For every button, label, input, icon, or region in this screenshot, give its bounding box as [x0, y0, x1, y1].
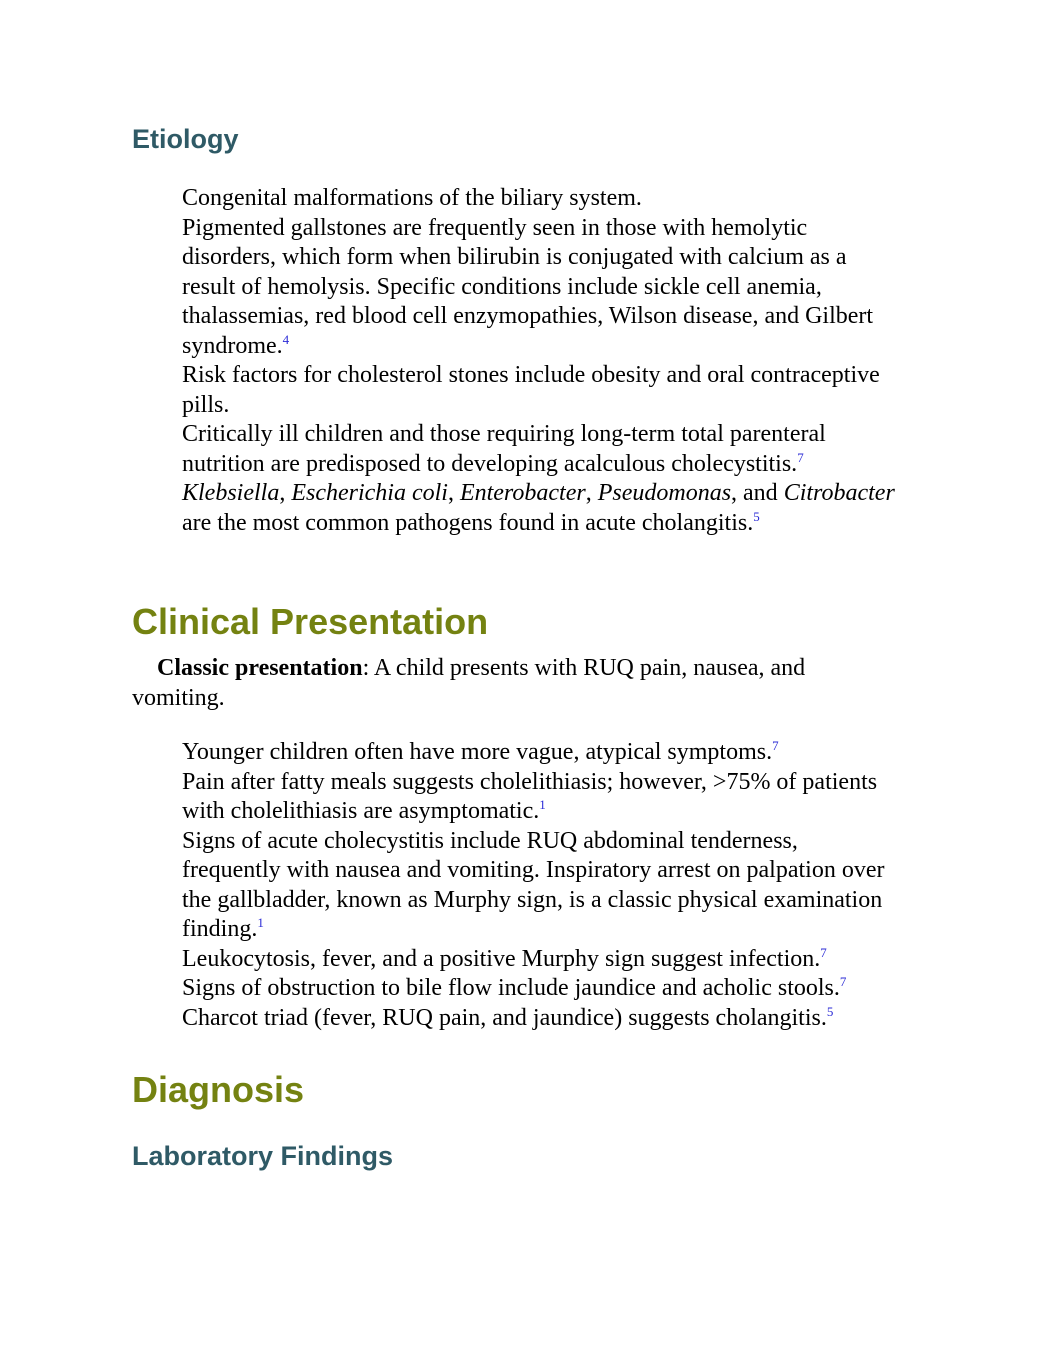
list-item: Klebsiella, Escherichia coli, Enterobact… — [182, 479, 902, 538]
list-item: Charcot triad (fever, RUQ pain, and jaun… — [182, 1004, 902, 1034]
diagnosis-heading: Diagnosis — [132, 1069, 305, 1110]
list-item: Pigmented gallstones are frequently seen… — [182, 214, 902, 362]
reference-link[interactable]: 7 — [772, 738, 779, 753]
item-text: Congenital malformations of the biliary … — [182, 185, 642, 211]
pathogen-name: Enterobacter — [459, 480, 586, 506]
list-item: Congenital malformations of the biliary … — [182, 184, 902, 214]
reference-link[interactable]: 5 — [753, 508, 760, 524]
separator: , — [447, 480, 460, 506]
list-item: Younger children often have more vague, … — [182, 738, 902, 768]
pathogen-name: Pseudomonas — [597, 480, 732, 506]
item-text: Pigmented gallstones are frequently seen… — [182, 214, 874, 359]
classic-presentation-label: Classic presentation — [157, 655, 363, 681]
item-text: Risk factors for cholesterol stones incl… — [182, 362, 880, 418]
list-item: Signs of acute cholecystitis include RUQ… — [182, 827, 902, 945]
reference-link[interactable]: 1 — [257, 915, 264, 930]
laboratory-findings-heading: Laboratory Findings — [132, 1141, 394, 1171]
separator: , — [279, 480, 292, 506]
list-item: Leukocytosis, fever, and a positive Murp… — [182, 945, 902, 975]
item-text: Pain after fatty meals suggests cholelit… — [182, 768, 878, 825]
item-text: are the most common pathogens found in a… — [182, 509, 754, 536]
classic-presentation-text: : A child presents with RUQ pain, nausea… — [132, 655, 806, 711]
item-text: Leukocytosis, fever, and a positive Murp… — [182, 945, 821, 972]
list-item: Signs of obstruction to bile flow includ… — [182, 974, 902, 1004]
item-text: Signs of acute cholecystitis include RUQ… — [182, 827, 885, 943]
item-text: Critically ill children and those requir… — [182, 421, 826, 477]
clinical-presentation-heading: Clinical Presentation — [132, 601, 489, 642]
pathogen-name: Escherichia coli — [291, 480, 448, 506]
pathogen-name: Klebsiella — [182, 480, 280, 506]
list-item: Risk factors for cholesterol stones incl… — [182, 361, 902, 420]
pathogen-name: Citrobacter — [783, 480, 895, 506]
item-text: Charcot triad (fever, RUQ pain, and jaun… — [182, 1004, 827, 1031]
separator: , — [585, 480, 598, 506]
reference-link[interactable]: 5 — [826, 1003, 834, 1019]
item-text: Signs of obstruction to bile flow includ… — [182, 975, 840, 1001]
list-item: Critically ill children and those requir… — [182, 420, 902, 479]
reference-link[interactable]: 7 — [820, 944, 827, 960]
reference-link[interactable]: 7 — [797, 449, 804, 465]
list-item: Pain after fatty meals suggests cholelit… — [182, 768, 902, 827]
reference-link[interactable]: 1 — [539, 797, 546, 812]
separator: , and — [731, 480, 784, 506]
reference-link[interactable]: 4 — [282, 331, 290, 347]
item-text: Younger children often have more vague, … — [182, 739, 773, 765]
etiology-list: Congenital malformations of the biliary … — [182, 184, 902, 538]
reference-link[interactable]: 7 — [839, 974, 847, 989]
classic-presentation-paragraph: Classic presentation: A child presents w… — [132, 654, 892, 713]
etiology-heading: Etiology — [132, 124, 239, 154]
clinical-presentation-list: Younger children often have more vague, … — [182, 738, 902, 1033]
